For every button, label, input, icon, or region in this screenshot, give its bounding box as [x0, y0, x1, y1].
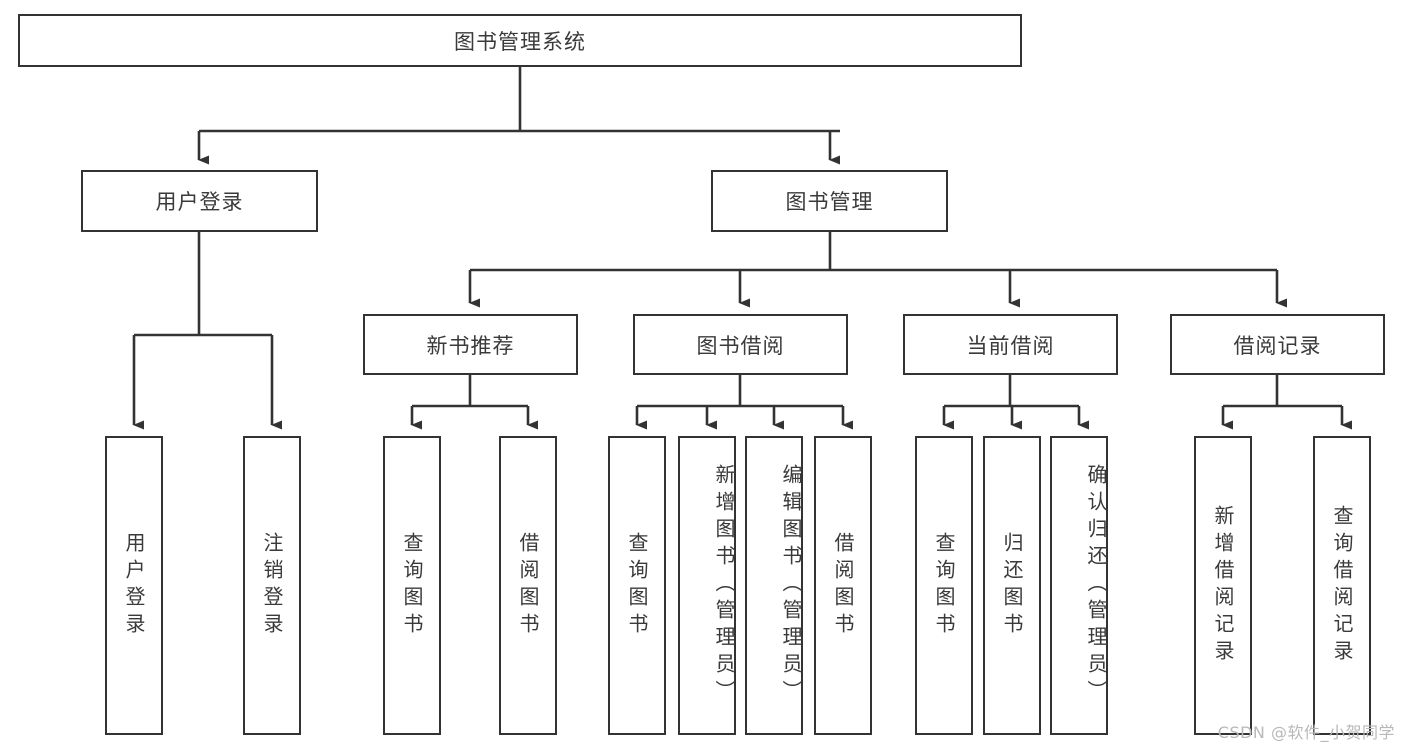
leaf-user-login-logout[interactable]: 注销登录	[243, 436, 301, 735]
leaf-book-borrow-edit[interactable]: 编辑图书（管理员）	[745, 436, 803, 735]
leaf-current-borrow-return[interactable]: 归还图书	[983, 436, 1041, 735]
leaf-current-borrow-confirm-return[interactable]: 确认归还（管理员）	[1050, 436, 1108, 735]
node-user-login[interactable]: 用户登录	[81, 170, 318, 232]
node-current-borrow[interactable]: 当前借阅	[903, 314, 1118, 375]
leaf-book-borrow-borrow[interactable]: 借阅图书	[814, 436, 872, 735]
leaf-user-login-login[interactable]: 用户登录	[105, 436, 163, 735]
leaf-new-book-borrow[interactable]: 借阅图书	[499, 436, 557, 735]
leaf-borrow-record-query[interactable]: 查询借阅记录	[1313, 436, 1371, 735]
node-book-borrow[interactable]: 图书借阅	[633, 314, 848, 375]
leaf-new-book-query[interactable]: 查询图书	[383, 436, 441, 735]
leaf-book-borrow-add[interactable]: 新增图书（管理员）	[678, 436, 736, 735]
node-new-book-recommend[interactable]: 新书推荐	[363, 314, 578, 375]
leaf-current-borrow-query[interactable]: 查询图书	[915, 436, 973, 735]
node-book-management[interactable]: 图书管理	[711, 170, 948, 232]
leaf-book-borrow-query[interactable]: 查询图书	[608, 436, 666, 735]
node-root-system[interactable]: 图书管理系统	[18, 14, 1022, 67]
leaf-borrow-record-add[interactable]: 新增借阅记录	[1194, 436, 1252, 735]
csdn-watermark: CSDN @软件_小贺同学	[1217, 723, 1395, 742]
node-borrow-record[interactable]: 借阅记录	[1170, 314, 1385, 375]
